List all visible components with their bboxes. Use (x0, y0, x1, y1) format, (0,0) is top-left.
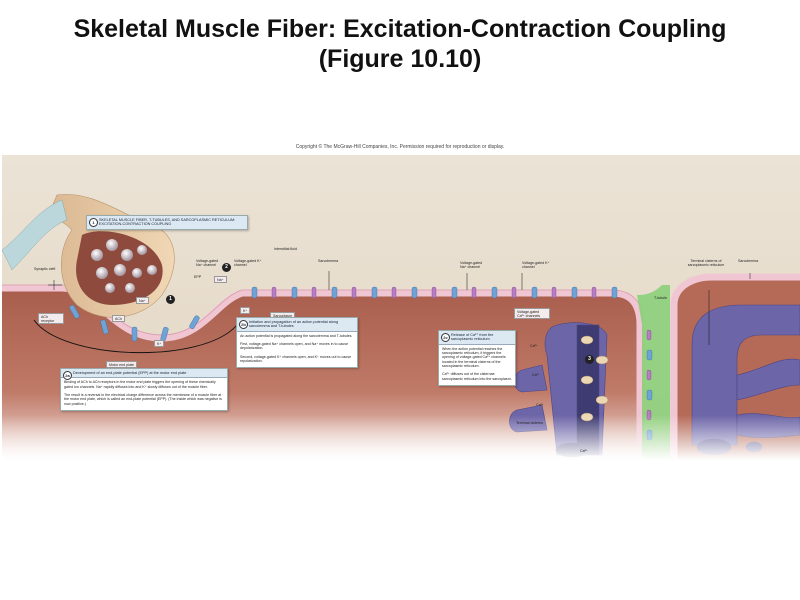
panel-paragraph: Second, voltage-gated K⁺ channels open, … (240, 354, 352, 363)
panel-number: 2c (441, 332, 450, 342)
panel-paragraph: When the action potential reaches the sa… (442, 346, 506, 368)
label-ach-receptor: ACh receptor (38, 313, 64, 325)
label-ca-1: Ca²⁺ (530, 344, 538, 348)
panel-paragraph: The result is a reversal in the electric… (64, 393, 222, 406)
label-sarcolemma: Sarcolemma (318, 259, 339, 263)
label-synaptic-cleft: Synaptic cleft (34, 267, 56, 271)
panel-title: SKELETAL MUSCLE FIBER, T-TUBULES, AND SA… (99, 218, 236, 227)
label-vg-na-channel-2: Voltage-gated Na⁺ channel (460, 261, 483, 270)
excitation-contraction-figure: Interstitial fluid Sarcolemma Sarcolemma… (2, 155, 800, 460)
panel-paragraph: An action potential is propagated along … (240, 333, 353, 338)
label-vg-k-channel: Voltage-gated K⁺ channel (234, 259, 262, 268)
slide-title: Skeletal Muscle Fiber: Excitation-Contra… (0, 14, 800, 74)
step-marker-1: 1 (166, 295, 175, 304)
label-leader-lines (48, 271, 751, 345)
panel-action-potential: 2b Initiation and propagation of an acti… (236, 317, 358, 369)
label-interstitial-fluid: Interstitial fluid (274, 247, 297, 251)
label-vg-k-channel-2: Voltage-gated K⁺ channel (522, 261, 550, 270)
panel-paragraph: Binding of ACh to ACh receptors in the m… (64, 380, 216, 389)
label-na-plus: Na⁺ (136, 297, 149, 305)
label-terminal-cisterns-sr: Terminal cisterns of sarcoplasmic reticu… (687, 259, 725, 268)
label-ca-4: Ca²⁺ (580, 449, 588, 453)
panel-number: 2b (239, 319, 248, 329)
panel-end-plate-potential: 2a Development of an end-plate potential… (60, 368, 228, 411)
label-epp: EPP (194, 275, 202, 279)
figure-illustration (2, 155, 800, 460)
label-k-plus: K⁺ (154, 340, 165, 348)
panel-number: 1 (89, 217, 98, 227)
synaptic-vesicles (91, 239, 157, 293)
step-marker-3: 3 (585, 355, 594, 364)
label-t-tubule: T-tubule (654, 296, 667, 300)
panel-number: 2a (63, 370, 72, 380)
motor-end-plate-bracket (33, 319, 238, 353)
label-ach: ACh (112, 315, 125, 323)
label-vg-ca-channels: Voltage-gated Ca²⁺ channels (514, 308, 550, 320)
step-marker-2: 2 (222, 263, 231, 272)
panel-title: Release of Ca²⁺ from the sarcoplasmic re… (451, 333, 494, 342)
title-line-2: (Figure 10.10) (318, 45, 482, 73)
label-terminal-cisterns: Terminal cisterns (516, 421, 543, 425)
label-ca-3: Ca²⁺ (536, 403, 544, 407)
panel-paragraph: Ca²⁺ diffuses out of the cisternae sarco… (442, 372, 512, 381)
label-k-plus-2: K⁺ (240, 307, 251, 315)
panel-calcium-release: 2c Release of Ca²⁺ from the sarcoplasmic… (438, 330, 516, 386)
title-line-1: Skeletal Muscle Fiber: Excitation-Contra… (73, 15, 727, 43)
copyright-notice: Copyright © The McGraw-Hill Companies, I… (295, 144, 505, 150)
label-na-plus-2: Na⁺ (214, 276, 227, 284)
label-ca-2: Ca²⁺ (532, 373, 540, 377)
panel-title: Initiation and propagation of an action … (249, 320, 339, 329)
label-sarcolemma-right: Sarcolemma (738, 259, 759, 263)
panel-overview: 1 SKELETAL MUSCLE FIBER, T-TUBULES, AND … (86, 215, 248, 230)
label-vg-na-channel: Voltage-gated Na⁺ channel (196, 259, 219, 268)
panel-title: Development of an end-plate potential (E… (73, 371, 187, 375)
label-motor-end-plate: Motor end plate (106, 361, 137, 369)
panel-paragraph: First, voltage-gated Na⁺ channels open, … (240, 342, 349, 351)
